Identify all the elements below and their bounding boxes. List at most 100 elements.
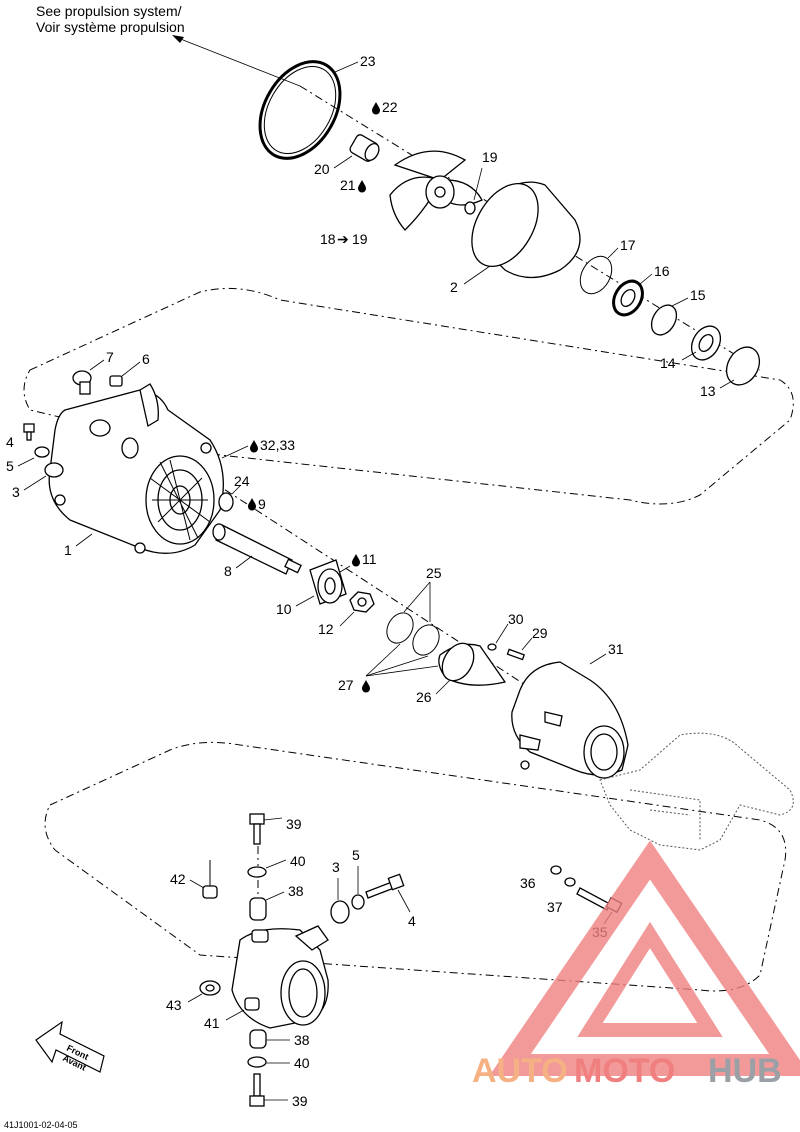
top-washer-part <box>247 866 267 878</box>
callout-19a: 19 <box>482 149 498 165</box>
top-bolt-part <box>249 813 265 845</box>
bottom-bushing-part <box>249 1029 267 1049</box>
callout-2: 2 <box>450 279 458 295</box>
callout-15: 15 <box>690 287 706 303</box>
front-direction-arrow: Front Avant <box>35 1020 105 1073</box>
callout-5a: 5 <box>6 458 14 474</box>
callout-20: 20 <box>314 161 330 177</box>
callout-3b: 3 <box>332 859 340 875</box>
screw-part <box>23 423 35 441</box>
callout-32-33: 32,33 <box>260 437 295 453</box>
callout-14: 14 <box>660 355 676 371</box>
steering-nozzle-part <box>231 925 329 1029</box>
callout-43: 43 <box>166 997 182 1013</box>
lubricant-drop-icon <box>352 554 360 567</box>
callout-7: 7 <box>106 349 114 365</box>
callout-3a: 3 <box>12 484 20 500</box>
callout-13: 13 <box>700 383 716 399</box>
cap-part <box>725 346 761 386</box>
callout-26: 26 <box>416 689 432 705</box>
screw-lower-part <box>365 873 405 899</box>
impeller-housing-part <box>471 181 581 279</box>
callout-23: 23 <box>360 53 376 69</box>
small-washer-part <box>487 643 497 651</box>
spacer-ring-part <box>650 304 678 336</box>
wear-ring-part <box>258 60 342 160</box>
callout-10: 10 <box>276 601 292 617</box>
upper-assembly-boundary <box>23 287 794 505</box>
callout-21: 21 <box>340 177 356 193</box>
callout-36: 36 <box>520 875 536 891</box>
drain-plug-part <box>72 370 92 395</box>
callout-40b: 40 <box>294 1055 310 1071</box>
callout-4b: 4 <box>408 913 416 929</box>
washer-lower-part <box>351 894 365 910</box>
lubricant-drop-icon <box>362 680 370 693</box>
callout-27: 27 <box>338 677 354 693</box>
lubricant-drop-icon <box>248 498 256 511</box>
callout-40a: 40 <box>290 853 306 869</box>
watermark-moto: MOTO <box>574 1052 675 1090</box>
lock-washer-part <box>564 877 576 887</box>
callout-29: 29 <box>532 625 548 641</box>
cone-screw-part <box>506 648 526 661</box>
callout-30: 30 <box>508 611 524 627</box>
bearing-part <box>690 325 722 361</box>
callout-38b: 38 <box>294 1032 310 1048</box>
callout-9: 9 <box>258 496 266 512</box>
drive-shaft-part <box>212 523 302 575</box>
callout-39b: 39 <box>292 1093 308 1109</box>
callout-17: 17 <box>620 237 636 253</box>
callout-6: 6 <box>142 351 150 367</box>
propulsion-note-line2: Voir système propulsion <box>36 19 185 35</box>
arrow-18-19: ➔ <box>337 231 349 247</box>
o-ring-part <box>412 624 440 656</box>
lubricant-drop-icon <box>250 440 258 453</box>
bottom-washer-part <box>247 1056 267 1068</box>
top-bushing-part <box>249 897 267 921</box>
callout-12: 12 <box>318 621 334 637</box>
shaft-bearing-part <box>309 559 347 605</box>
pump-housing-part <box>48 383 224 554</box>
grommet-lower-part <box>330 900 350 924</box>
circlip-part <box>579 255 613 295</box>
lubricant-drop-icon <box>372 102 380 115</box>
seal-part <box>612 279 644 317</box>
automotohub-logo <box>489 840 800 1076</box>
propulsion-note-line1: See propulsion system/ <box>36 3 182 19</box>
callout-22: 22 <box>382 99 398 115</box>
callout-1: 1 <box>64 542 72 558</box>
callout-19b: 19 <box>352 231 368 247</box>
nozzle-ghost-outline <box>599 732 794 851</box>
watermark-auto: AUTO <box>472 1052 568 1090</box>
bolt-washer-part <box>550 865 562 875</box>
callout-18: 18 <box>320 231 336 247</box>
thrust-washer-part <box>218 492 234 512</box>
callout-42: 42 <box>170 871 186 887</box>
small-o-ring-part <box>464 201 476 215</box>
callout-41: 41 <box>204 1015 220 1031</box>
plug-43-part <box>199 980 221 996</box>
washer-part <box>34 446 50 458</box>
callout-5b: 5 <box>352 847 360 863</box>
callout-25: 25 <box>426 565 442 581</box>
grommet-part <box>44 462 64 478</box>
callout-37: 37 <box>547 899 563 915</box>
callout-16: 16 <box>654 263 670 279</box>
document-id: 41J1001-02-04-05 <box>4 1120 78 1130</box>
o-ring-part <box>386 612 414 644</box>
nut-part <box>349 591 375 613</box>
callout-31: 31 <box>608 641 624 657</box>
impeller-part <box>389 150 483 231</box>
callout-39a: 39 <box>286 816 302 832</box>
callout-4a: 4 <box>6 434 14 450</box>
venturi-part <box>511 661 629 779</box>
watermark-hub: HUB <box>708 1052 782 1090</box>
callout-38a: 38 <box>288 883 304 899</box>
lower-assembly-boundary <box>44 741 787 992</box>
callout-11: 11 <box>362 551 377 567</box>
callout-8: 8 <box>224 563 232 579</box>
bottom-bolt-part <box>249 1073 265 1107</box>
callout-24: 24 <box>234 473 250 489</box>
